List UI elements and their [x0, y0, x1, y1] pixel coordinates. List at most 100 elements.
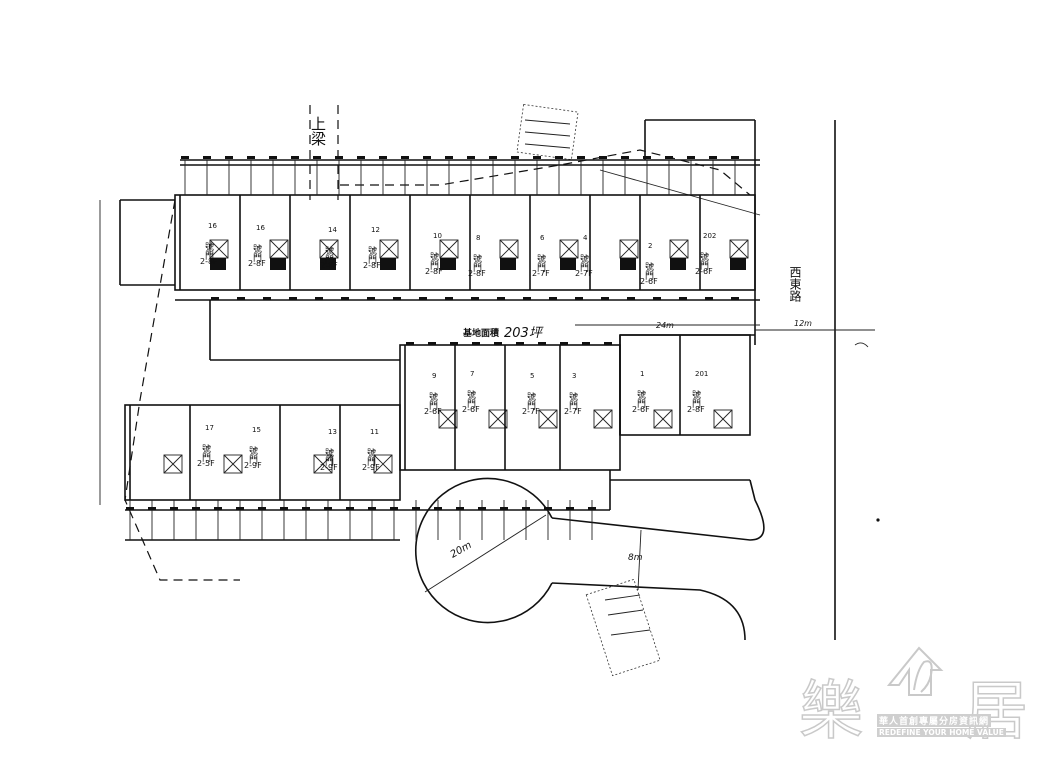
column-tick	[533, 156, 541, 159]
column-tick	[577, 156, 585, 159]
column-tick	[412, 507, 420, 510]
column-tick	[423, 156, 431, 159]
unit-number: 8	[476, 234, 480, 242]
stair-core-x	[538, 409, 558, 429]
unit-door-label: 號門	[203, 241, 214, 261]
land-area-label: 基地面積	[462, 327, 500, 339]
stair-core-x	[729, 239, 749, 259]
column-tick	[555, 156, 563, 159]
unit-number: 4	[583, 234, 588, 242]
unit-floors: 2-8F	[363, 261, 381, 270]
stair-core-x	[653, 409, 673, 429]
watermark-tagline-cn: 華人首創專屬分房資訊網	[877, 714, 992, 727]
column-tick	[291, 156, 299, 159]
elevator-shaft	[270, 258, 286, 270]
column-tick	[379, 156, 387, 159]
unit-labels: 16號門2-8F16號門2-8F14號門2-8F12號門2-8F10號門2-8F…	[197, 222, 716, 472]
inner-road-width: 24m	[656, 321, 674, 330]
stair-core-x	[619, 239, 639, 259]
unit-number: 11	[370, 428, 379, 436]
unit-door-label: 號門	[567, 391, 578, 411]
column-tick	[627, 297, 635, 300]
diagonal-line-top	[599, 169, 761, 216]
top-road-stamp: 上梁	[309, 116, 327, 146]
elevator-shaft	[620, 258, 636, 270]
unit-number: 3	[572, 372, 576, 380]
column-tick	[582, 342, 590, 345]
column-tick	[471, 297, 479, 300]
stair-core-x	[223, 454, 243, 474]
elevator-shaft	[320, 258, 336, 270]
cul-de-sac-road-bottom	[551, 582, 746, 641]
stair-core-x	[593, 409, 613, 429]
column-tick	[560, 342, 568, 345]
unit-floors: 2-8F	[687, 405, 705, 414]
column-tick	[302, 507, 310, 510]
stair-core-x	[499, 239, 519, 259]
column-tick	[544, 507, 552, 510]
stamp-top	[516, 104, 579, 161]
road-width-bottom: 8m	[628, 553, 643, 563]
column-tick	[247, 156, 255, 159]
unit-number: 6	[540, 234, 545, 242]
elevator-shaft	[670, 258, 686, 270]
stair-core-x	[559, 239, 579, 259]
stair-core-x	[669, 239, 689, 259]
elevator-shaft	[440, 258, 456, 270]
unit-floors: 2-6F	[632, 405, 650, 414]
west-boundary-dashed	[124, 199, 240, 581]
column-tick	[341, 297, 349, 300]
stair-core	[223, 454, 243, 474]
column-tick	[126, 507, 134, 510]
unit-door-label: 號門	[427, 391, 438, 411]
elevator-shaft	[560, 258, 576, 270]
column-tick	[500, 507, 508, 510]
column-tick	[497, 297, 505, 300]
unit-door-label: 號門	[428, 251, 439, 271]
column-tick	[428, 342, 436, 345]
unit-floors: 2-7F	[532, 269, 550, 278]
unit-floors: 2-9F	[320, 463, 338, 472]
stair-core-x	[488, 409, 508, 429]
unit-number: 201	[695, 370, 708, 378]
column-tick	[406, 342, 414, 345]
watermark-logo: 樂 居 華人首創專屬分房資訊網 REDEFINE YOUR HOME VALUE	[798, 640, 1029, 750]
cul-de-sac-diameter: 20m	[449, 540, 474, 561]
column-tick	[643, 156, 651, 159]
column-tick	[467, 156, 475, 159]
unit-number: 13	[328, 428, 337, 436]
unit-door-label: 號門	[635, 389, 646, 409]
stair-core-x	[439, 239, 459, 259]
column-tick	[211, 297, 219, 300]
unit-number: 7	[470, 370, 474, 378]
column-tick	[263, 297, 271, 300]
elevator-shaft	[210, 258, 226, 270]
unit-door-label: 號門	[578, 253, 589, 273]
unit-walls	[126, 156, 749, 540]
column-tick	[258, 507, 266, 510]
unit-door-label: 號門	[525, 391, 536, 411]
unit-door-label: 號門	[323, 245, 334, 265]
column-tick	[280, 507, 288, 510]
column-tick	[599, 156, 607, 159]
column-tick	[289, 297, 297, 300]
column-tick	[601, 297, 609, 300]
unit-door-label: 號門	[698, 251, 709, 271]
column-tick	[203, 156, 211, 159]
column-tick	[687, 156, 695, 159]
column-tick	[148, 507, 156, 510]
unit-number: 202	[703, 232, 716, 240]
elevator-shaft	[380, 258, 396, 270]
column-tick	[236, 507, 244, 510]
